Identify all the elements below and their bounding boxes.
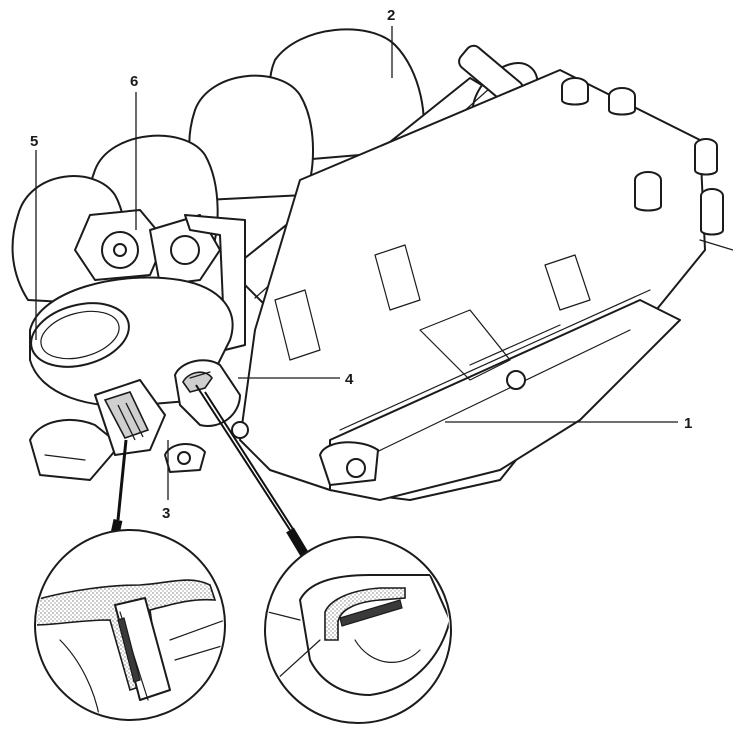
callout-1: 1 [684,415,692,432]
callout-leaders [35,26,678,500]
seal-joint-3 [94,379,206,473]
seal-slot-4 [174,359,249,439]
mounting-studs [561,77,733,251]
manifold-lower-body [239,69,706,501]
callout-5: 5 [30,133,38,150]
detail-circle-right [264,536,452,724]
callout-3: 3 [162,505,170,522]
callout-2: 2 [387,7,395,24]
upper-runner-housings [11,28,425,306]
callout-6: 6 [130,73,138,90]
callout-4: 4 [345,371,354,388]
detail-circle-left [34,529,226,721]
